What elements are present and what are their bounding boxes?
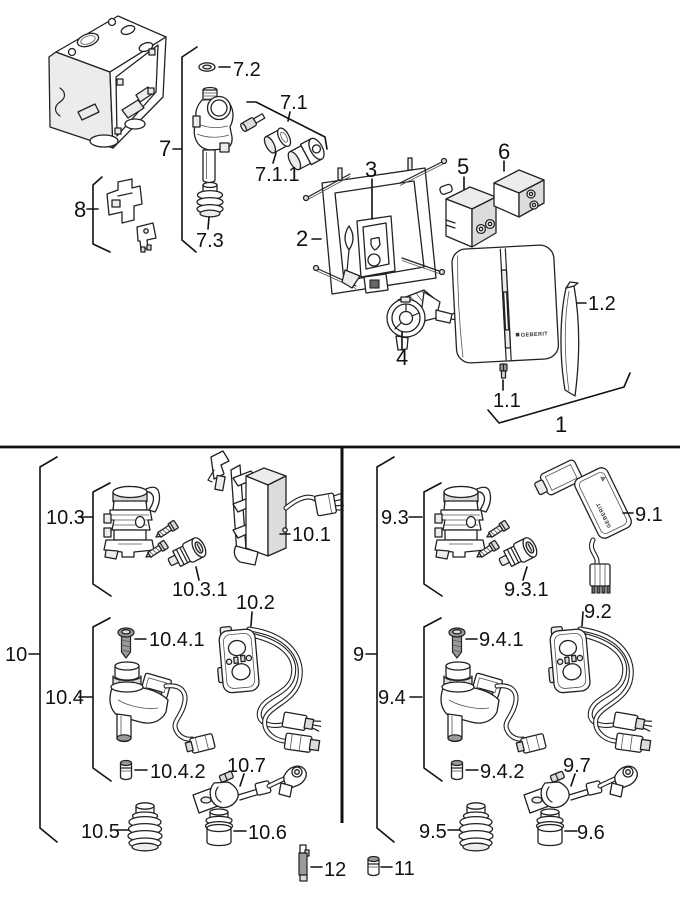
label-10-7: 10.7 [227, 755, 266, 777]
bracket-1 [487, 372, 631, 424]
label-11: 11 [394, 858, 415, 880]
label-10-6: 10.6 [248, 822, 287, 844]
label-9-1: 9.1 [635, 504, 663, 526]
label-9-4-2: 9.4.2 [480, 761, 524, 783]
label-7: 7 [159, 136, 171, 161]
label-9-4-1: 9.4.1 [479, 629, 523, 651]
part-9-6-bellows [535, 808, 565, 847]
label-1-2: 1.2 [588, 293, 616, 315]
psu-triangle-mark [600, 476, 606, 482]
label-7-1-1: 7.1.1 [255, 164, 299, 186]
leader-9-2 [581, 611, 584, 627]
label-9: 9 [353, 644, 364, 666]
part-4-servo [386, 289, 459, 351]
label-6: 6 [498, 139, 510, 164]
label-10-2: 10.2 [236, 592, 275, 614]
part-1-2-strip [560, 281, 580, 397]
label-7-1: 7.1 [280, 92, 308, 114]
part-9-3-1-cartridge [495, 534, 541, 573]
part-10-3-screw-1 [152, 519, 180, 542]
label-12: 12 [324, 859, 346, 881]
leader-9-3-1 [522, 566, 528, 581]
label-7-3: 7.3 [196, 230, 224, 252]
part-10-6-bellows [204, 808, 234, 847]
part-1-cover-plate: GEBERIT [451, 244, 560, 364]
label-10-4: 10.4 [45, 687, 84, 709]
label-9-2: 9.2 [584, 601, 612, 623]
part-7-1-1-piston [240, 113, 266, 133]
part-7-1-rollers [287, 137, 325, 171]
leader-10-2 [250, 611, 253, 627]
part-9-3-screw-1 [483, 519, 511, 542]
label-10-1: 10.1 [292, 524, 331, 546]
part-3-cartridge-box [356, 215, 396, 294]
part-9-4-2-insert [450, 759, 464, 781]
label-9-4: 9.4 [378, 687, 406, 709]
label-10-4-2: 10.4.2 [150, 761, 206, 783]
label-10-3: 10.3 [46, 507, 85, 529]
part-9-4-valve [441, 662, 546, 755]
label-1-1: 1.1 [493, 390, 521, 412]
label-9-3: 9.3 [381, 507, 409, 529]
label-10-3-1: 10.3.1 [172, 579, 228, 601]
label-8: 8 [74, 197, 86, 222]
leader-7-1-1 [272, 152, 277, 164]
leader-7-3 [207, 216, 210, 230]
bracket-9-4 [423, 617, 443, 782]
label-5: 5 [457, 154, 469, 179]
bracket-10 [39, 456, 58, 843]
part-7-3-bellows [196, 181, 224, 218]
part-8-clips [106, 178, 157, 253]
label-10: 10 [5, 644, 27, 666]
leader-10-3-1 [195, 566, 200, 581]
part-7-2-oring [198, 62, 216, 72]
part-12-pin [298, 844, 310, 882]
part-10-4-1-screw [117, 627, 135, 659]
part-7-valve [192, 86, 234, 184]
leader-7-1 [287, 111, 291, 122]
bracket-9 [376, 456, 395, 843]
label-2: 2 [296, 226, 308, 251]
part-10-2-sensor [214, 624, 322, 753]
part-10-5-bellows [127, 802, 163, 852]
label-10-4-1: 10.4.1 [149, 629, 205, 651]
junction-box [48, 15, 167, 149]
bracket-7 [181, 46, 198, 253]
bracket-10-4 [92, 617, 112, 782]
label-7-2: 7.2 [233, 59, 261, 81]
part-9-3-valve [434, 485, 492, 560]
bracket-9-3 [423, 482, 443, 597]
leader-10-7 [239, 773, 245, 787]
label-9-5: 9.5 [419, 821, 447, 843]
leader-9-7 [570, 773, 576, 787]
label-9-6: 9.6 [577, 822, 605, 844]
part-11-insert [367, 855, 380, 877]
part-7-1-cap [263, 127, 292, 154]
label-9-3-1: 9.3.1 [504, 579, 548, 601]
part-10-4-valve [110, 662, 215, 755]
label-9-7: 9.7 [563, 755, 591, 777]
part-1-1-screw [499, 363, 508, 379]
part-6-battery [493, 169, 545, 218]
part-9-1-power-supply: GEBERIT [534, 459, 632, 594]
cover-plate-brand: GEBERIT [521, 331, 549, 338]
label-10-5: 10.5 [81, 821, 120, 843]
part-10-4-2-insert [119, 759, 133, 781]
bracket-8 [92, 176, 111, 253]
part-9-5-bellows [458, 802, 494, 852]
part-5-solenoid [439, 183, 497, 248]
part-10-3-1-cartridge [164, 534, 210, 573]
geberit-logo-mark [515, 332, 520, 337]
label-1: 1 [555, 412, 567, 437]
part-9-2-sensor [545, 624, 653, 753]
part-9-4-1-screw [448, 627, 466, 659]
bracket-7-1 [246, 101, 328, 150]
label-4: 4 [396, 345, 408, 370]
bracket-10-3 [92, 482, 112, 597]
part-10-1-battery-holder [207, 450, 345, 566]
label-3: 3 [365, 157, 377, 182]
part-10-3-valve [103, 485, 161, 560]
